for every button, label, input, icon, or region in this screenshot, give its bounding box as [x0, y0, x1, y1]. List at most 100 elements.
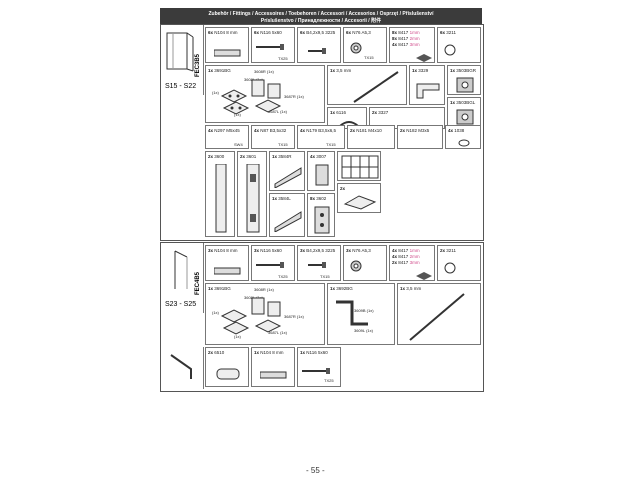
- part-qty: 6x: [300, 30, 306, 35]
- part-cell: 1x 3691BG 3608R (1x) 3608L (1x) 3687R (1…: [205, 283, 325, 345]
- part-qty: 3x: [254, 248, 260, 253]
- part-code: 3601: [246, 154, 257, 159]
- part-code: 3691BG: [214, 286, 231, 291]
- part-cell: 2x 3601: [237, 151, 267, 237]
- part-code: 3211: [446, 248, 456, 253]
- part-qty: 1x: [272, 196, 278, 201]
- hinge-set-icon: [220, 297, 282, 335]
- bracket-icon: [456, 77, 474, 93]
- header-line-2: Príslušenstvo / Принадлежности / Accesor…: [260, 18, 382, 24]
- part-size: 3mm: [409, 260, 420, 265]
- part-code: 3329: [418, 68, 429, 73]
- part-qty: 4x: [310, 154, 316, 159]
- part-qty: 2x: [392, 260, 398, 265]
- page-number: - 55 -: [306, 466, 325, 475]
- part-cell: 1x 3692BG 3609B (1x) 3609L (1x): [327, 283, 395, 345]
- bracket-icon: [456, 109, 474, 125]
- section-1: FEC3B5 S15 - S22 6x N104 8 mm 6x N116 5x…: [160, 24, 484, 241]
- part-cell: 1x 3329: [409, 65, 445, 105]
- part-cell: 1x 3691BG 3608R (1x) 3608L (1x) 3687R (1…: [205, 65, 325, 123]
- part-cell: 6x B4,2x9,5 3225: [297, 27, 341, 63]
- part-sub: SW4: [234, 142, 243, 147]
- part-code: 6116: [336, 110, 346, 115]
- part-qty: 8x: [392, 30, 398, 35]
- part-code: B4,2x9,5 3225: [306, 248, 336, 253]
- part-cell: 4x N87 B3,5x32 TX15: [251, 125, 295, 149]
- part-qty: 6x: [440, 30, 446, 35]
- part-code: N76 A5,3: [352, 248, 371, 253]
- part-qty: 2x: [340, 186, 346, 191]
- part-size: 2mm: [409, 36, 420, 41]
- part-qty: 1x: [450, 68, 456, 73]
- part-sub: TX25: [278, 274, 288, 279]
- screw-icon: [256, 262, 284, 268]
- part-cell: 1x 3,5 mm: [327, 65, 407, 105]
- part-cell: 1x 3,5 mm: [397, 283, 481, 345]
- part-qty: 6x: [346, 30, 352, 35]
- cap-icon: [444, 44, 456, 56]
- part-qty: 2x: [240, 154, 246, 159]
- part-code: N116 5x60: [306, 350, 328, 355]
- o-ring-icon: [458, 139, 470, 147]
- part-cell: 1x N116 5x60 TX25: [297, 347, 341, 387]
- part-cell: 3x B4,2x9,5 3225 TX15: [297, 245, 341, 281]
- part-sub: 3687L (1x): [268, 109, 287, 114]
- part-cell: 1x 3503BGL: [447, 97, 481, 129]
- part-cell: 6x 3211: [437, 27, 481, 63]
- part-qty: 1x: [254, 350, 260, 355]
- part-qty: 3x: [346, 248, 352, 253]
- screw-icon: [308, 262, 326, 268]
- part-code: 3211: [446, 30, 456, 35]
- model-cell-1: FEC3B5 S15 - S22: [161, 25, 204, 95]
- part-sub: (1x): [212, 90, 219, 95]
- part-code: 3503BGR: [456, 68, 477, 73]
- part-code: 8417: [398, 42, 409, 47]
- shim-icon: [416, 272, 432, 280]
- part-cell: 1x 6116: [327, 107, 367, 129]
- part-sub: TX15: [326, 142, 336, 147]
- part-sub: (1x): [212, 310, 219, 315]
- part-code: N116 5x60: [260, 248, 282, 253]
- part-code: N181 M4x10: [356, 128, 382, 133]
- part-cell: 4x 3007: [307, 151, 335, 191]
- hinge-set-icon: [220, 79, 282, 115]
- part-code: N104 8 mm: [214, 30, 238, 35]
- part-cell: 6x N116 5x60 TX25: [251, 27, 295, 63]
- part-qty: 8x: [310, 196, 316, 201]
- part-cell: 4x N297 M5x45 SW4: [205, 125, 249, 149]
- part-sub: TX25: [324, 378, 334, 383]
- extra-model-cell: [161, 347, 204, 389]
- part-code: N87 B3,5x32: [260, 128, 287, 133]
- seal-icon: [339, 121, 359, 127]
- section-2: FEC4B5 S23 - S25 3x N104 8 mm 3x N116 5x…: [160, 242, 484, 392]
- screw-icon: [308, 48, 326, 54]
- part-code: N297 M5x45: [214, 128, 240, 133]
- part-code: 3007: [316, 154, 327, 159]
- part-qty: 6x: [208, 30, 214, 35]
- part-qty: 1x: [330, 68, 336, 73]
- part-qty: 4x: [300, 128, 306, 133]
- cap-icon: [216, 368, 240, 380]
- block-icon: [315, 164, 329, 186]
- cap-icon: [444, 262, 456, 274]
- part-sub: 3687L (1x): [268, 330, 287, 335]
- part-code: 8417: [398, 36, 409, 41]
- part-qty: 2x: [372, 110, 378, 115]
- part-code: 3,5 mm: [336, 68, 352, 73]
- part-sub: (1x): [234, 112, 241, 117]
- part-code: B4,2x9,5 3225: [306, 30, 336, 35]
- part-cell: 8x 3602: [307, 193, 335, 237]
- header-line-1: Zubehör / Fittings / Accessoires / Toebe…: [208, 11, 434, 17]
- part-cell: 2x N181 M4x10: [347, 125, 395, 149]
- dowel-icon: [260, 371, 287, 379]
- profile-icon: [416, 83, 440, 99]
- part-code: N116 5x60: [260, 30, 282, 35]
- part-code: 1038: [454, 128, 465, 133]
- grid-mat-icon: [341, 155, 379, 179]
- strip-icon: [274, 211, 302, 232]
- part-code: N179 B3,5x6,5: [306, 128, 337, 133]
- part-qty: 4x: [392, 248, 398, 253]
- pad-icon: [343, 195, 377, 210]
- part-qty: 1x: [330, 286, 336, 291]
- part-cell: 2x: [337, 183, 381, 213]
